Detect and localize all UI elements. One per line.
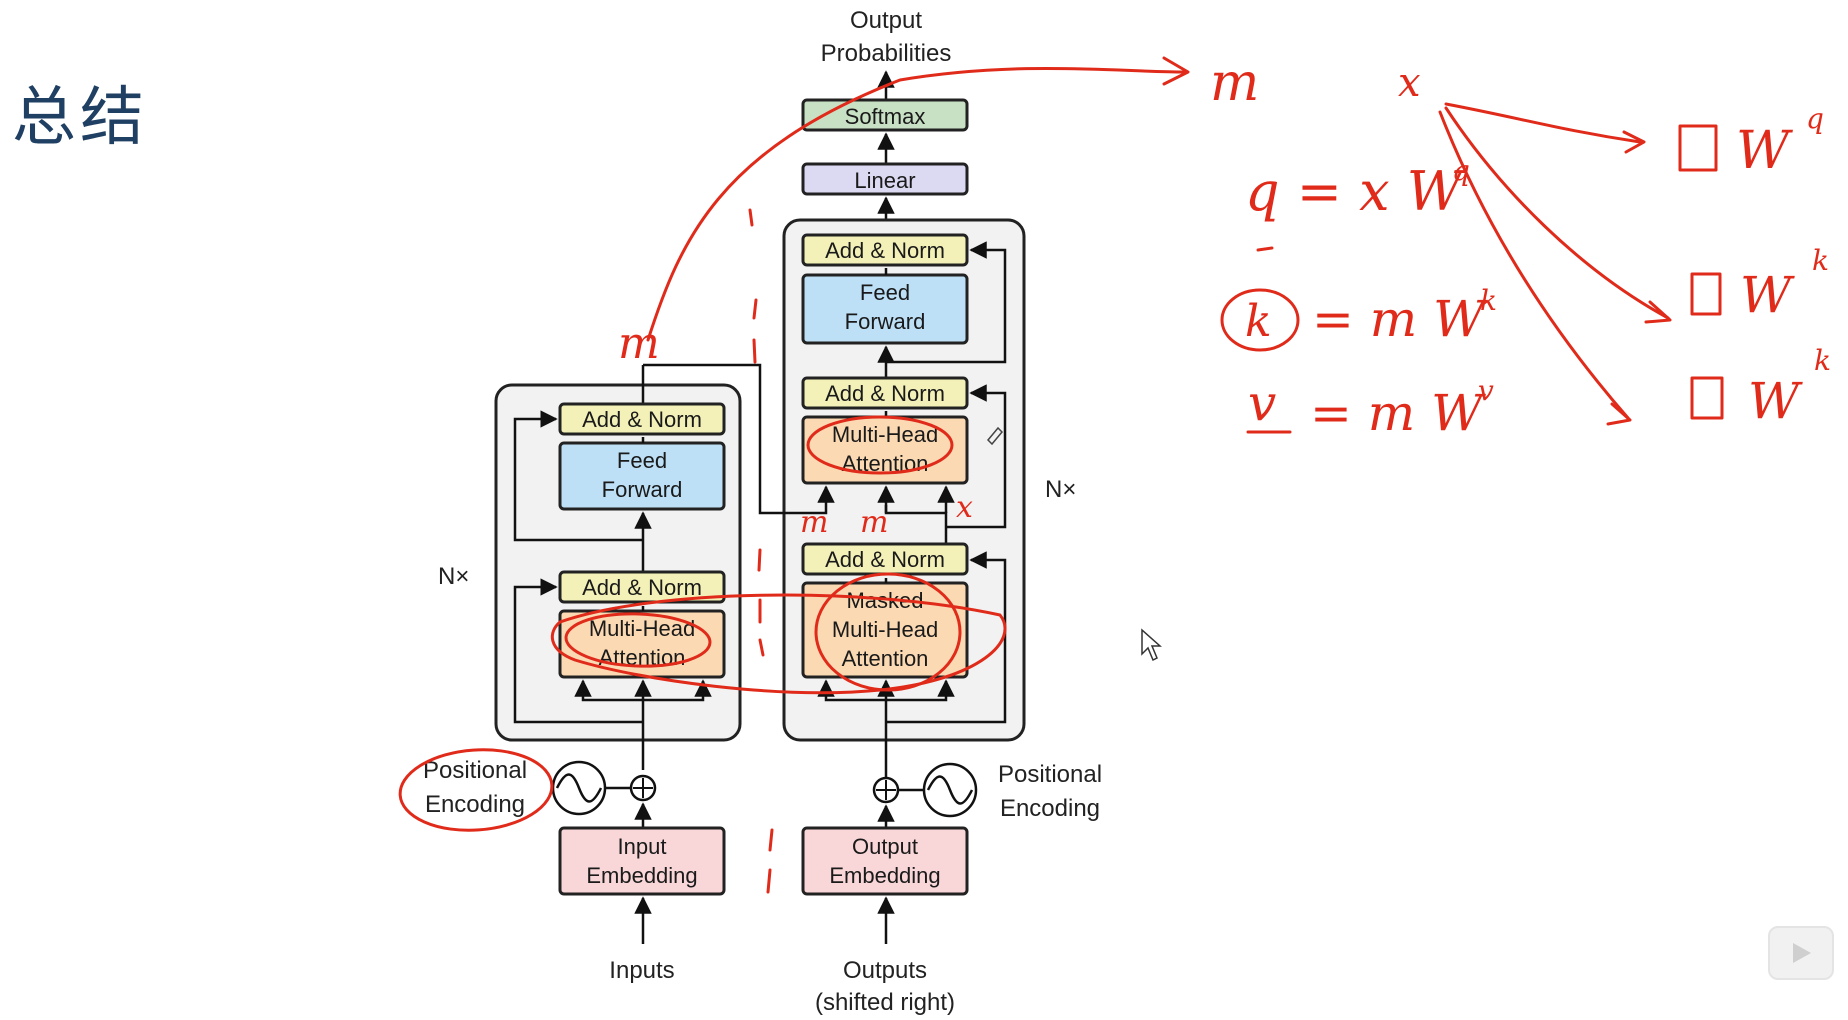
softmax-label: Softmax (845, 104, 926, 129)
output-embedding-label-1: Output (852, 834, 918, 859)
decoder-nx-label: N× (1045, 476, 1076, 503)
encoder-add-norm-1 (558, 570, 726, 604)
decoder-ff-label-2: Forward (845, 309, 926, 334)
decoder-add-norm-2-label: Add & Norm (825, 381, 945, 406)
linear-box (801, 162, 969, 196)
encoder-ff-label-1: Feed (617, 448, 667, 473)
weight-w-v: W (1748, 372, 1803, 430)
decoder-add-norm-3 (801, 233, 969, 267)
decoder-pe-label-1: Positional (998, 761, 1102, 788)
decoder-mha-label-1: Multi-Head (832, 422, 938, 447)
inputs-label: Inputs (609, 957, 674, 984)
equation-k: = m W (1312, 290, 1488, 348)
encoder-pe-label-2: Encoding (425, 791, 525, 818)
output-embedding-label-2: Embedding (829, 863, 940, 888)
equation-q: q = x W (1245, 160, 1467, 223)
output-probabilities-label-line2: Probabilities (821, 40, 952, 67)
annotation-x-top: x (1398, 60, 1421, 106)
encoder-add-norm-1-label: Add & Norm (582, 575, 702, 600)
masked-mha-label-2: Multi-Head (832, 617, 938, 642)
decoder-ff-label-1: Feed (860, 280, 910, 305)
encoder-ff-label-2: Forward (602, 477, 683, 502)
weight-w-k-superscript: k (1812, 244, 1829, 277)
decoder-add-norm-3-label: Add & Norm (825, 238, 945, 263)
handwritten-annotations: m m m m x x q = x W q k = m W k v = m W … (398, 53, 1831, 894)
output-embedding-box (801, 826, 969, 896)
input-embedding-label-2: Embedding (586, 863, 697, 888)
mouse-cursor-icon (1141, 628, 1162, 662)
video-play-button[interactable] (1768, 926, 1834, 980)
encoder-nx-label: N× (438, 563, 469, 590)
equation-q-superscript: q (1452, 154, 1470, 187)
weight-w-k: W (1740, 266, 1795, 324)
equation-v-variable: v (1248, 374, 1276, 432)
decoder-pe-label-2: Encoding (1000, 795, 1100, 822)
encoder-add-norm-2-label: Add & Norm (582, 407, 702, 432)
decoder-add-norm-2 (801, 376, 969, 410)
equation-v-superscript: v (1478, 374, 1494, 407)
equation-k-variable: k (1245, 296, 1272, 347)
outputs-label-2: (shifted right) (815, 989, 955, 1016)
annotation-x-decoder: x (956, 490, 973, 525)
input-embedding-box (558, 826, 726, 896)
weight-w-v-superscript: k (1814, 344, 1831, 377)
slide-title: 总结 (12, 81, 148, 155)
outputs-label-1: Outputs (843, 957, 927, 984)
decoder-add-norm-1-label: Add & Norm (825, 547, 945, 572)
encoder-pe-label-1: Positional (423, 757, 527, 784)
softmax-box (801, 98, 969, 132)
equation-k-superscript: k (1480, 284, 1497, 317)
weight-w-q-superscript: q (1806, 102, 1824, 135)
linear-label: Linear (854, 168, 915, 193)
masked-mha-label-3: Attention (842, 646, 929, 671)
play-icon (1793, 943, 1811, 963)
annotation-m-top: m (1210, 53, 1259, 113)
output-probabilities-label-line1: Output (850, 7, 922, 34)
annotation-m-1: m (800, 505, 828, 540)
input-embedding-label-1: Input (618, 834, 667, 859)
annotation-m-2: m (860, 505, 888, 540)
encoder-add-norm-2 (558, 402, 726, 436)
annotation-m-encoder-out: m (618, 318, 660, 369)
weight-w-q: W (1736, 121, 1793, 181)
equation-v: = m W (1310, 384, 1486, 442)
